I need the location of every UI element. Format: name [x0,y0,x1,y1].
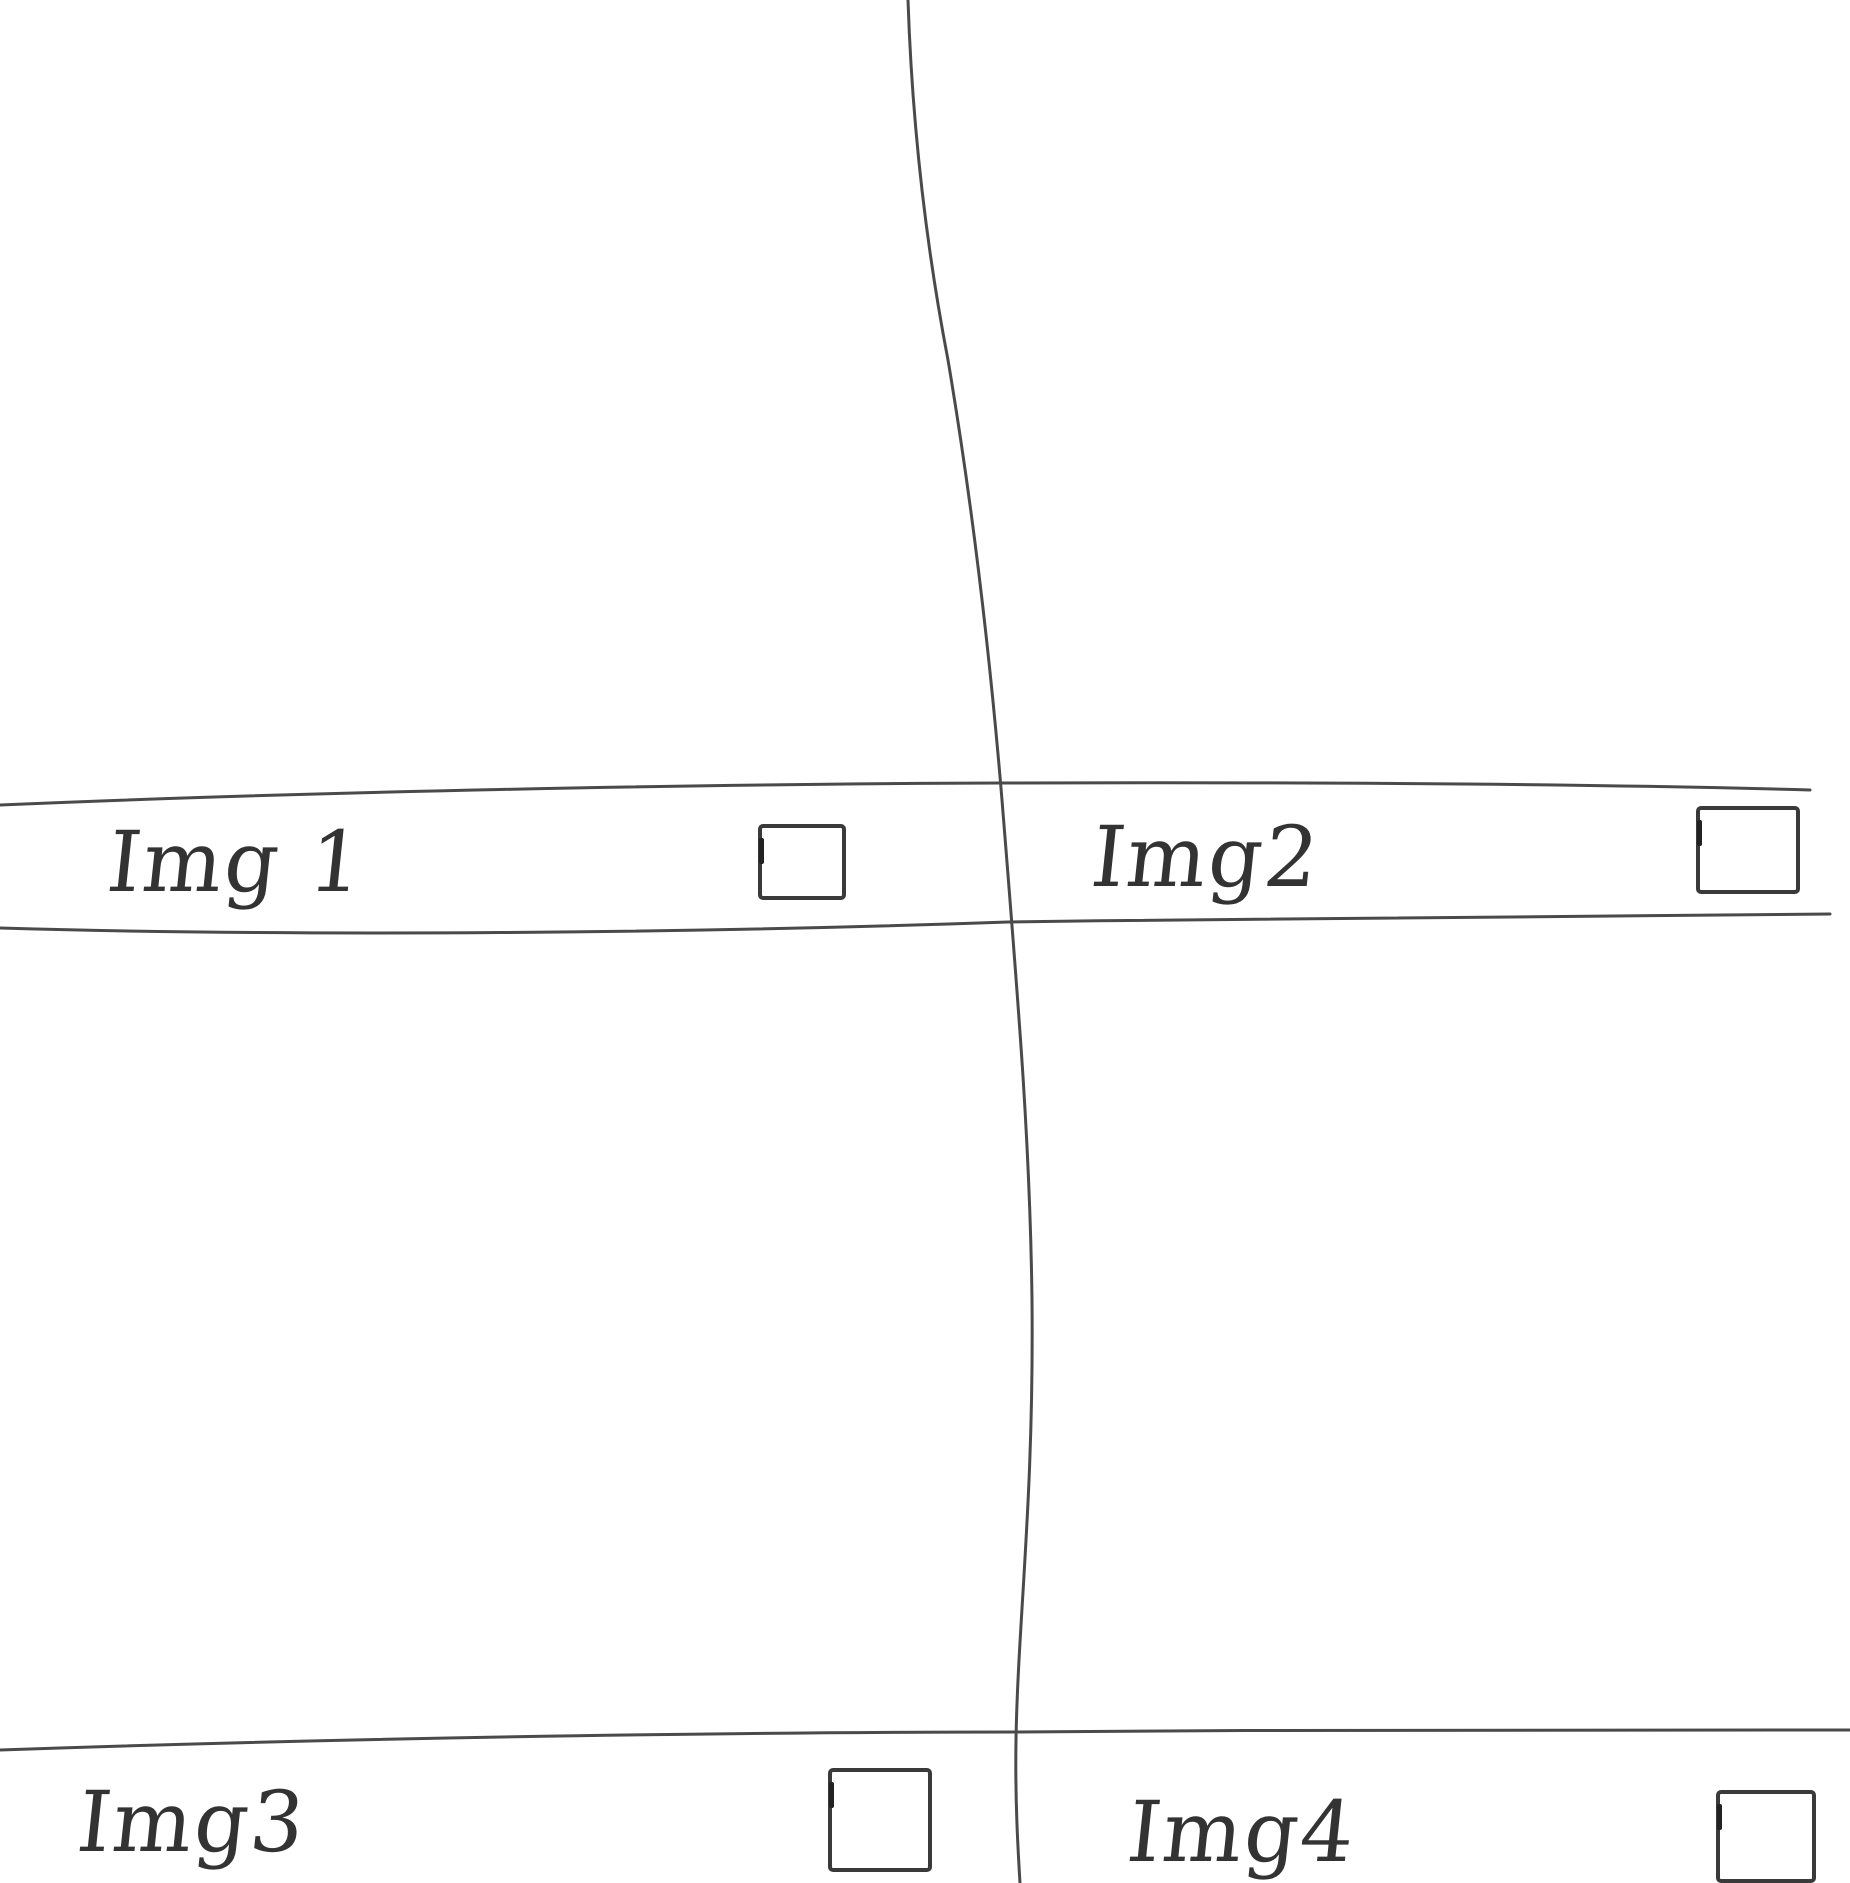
image-label-4: Img4 [1122,1783,1362,1881]
image-checkbox-2[interactable] [1696,806,1800,894]
image-label-1: Img 1 [102,813,370,911]
image-label-2: Img2 [1086,808,1326,906]
grid-divider-vertical [906,0,1034,1883]
image-checkbox-3[interactable] [828,1768,932,1872]
grid-divider-bottom-1 [0,912,1832,935]
image-checkbox-1[interactable] [758,824,846,900]
grid-divider-top-1 [0,781,1812,807]
grid-divider-top-2 [0,1727,1850,1752]
image-checkbox-4[interactable] [1716,1790,1816,1883]
image-label-3: Img3 [72,1773,312,1871]
